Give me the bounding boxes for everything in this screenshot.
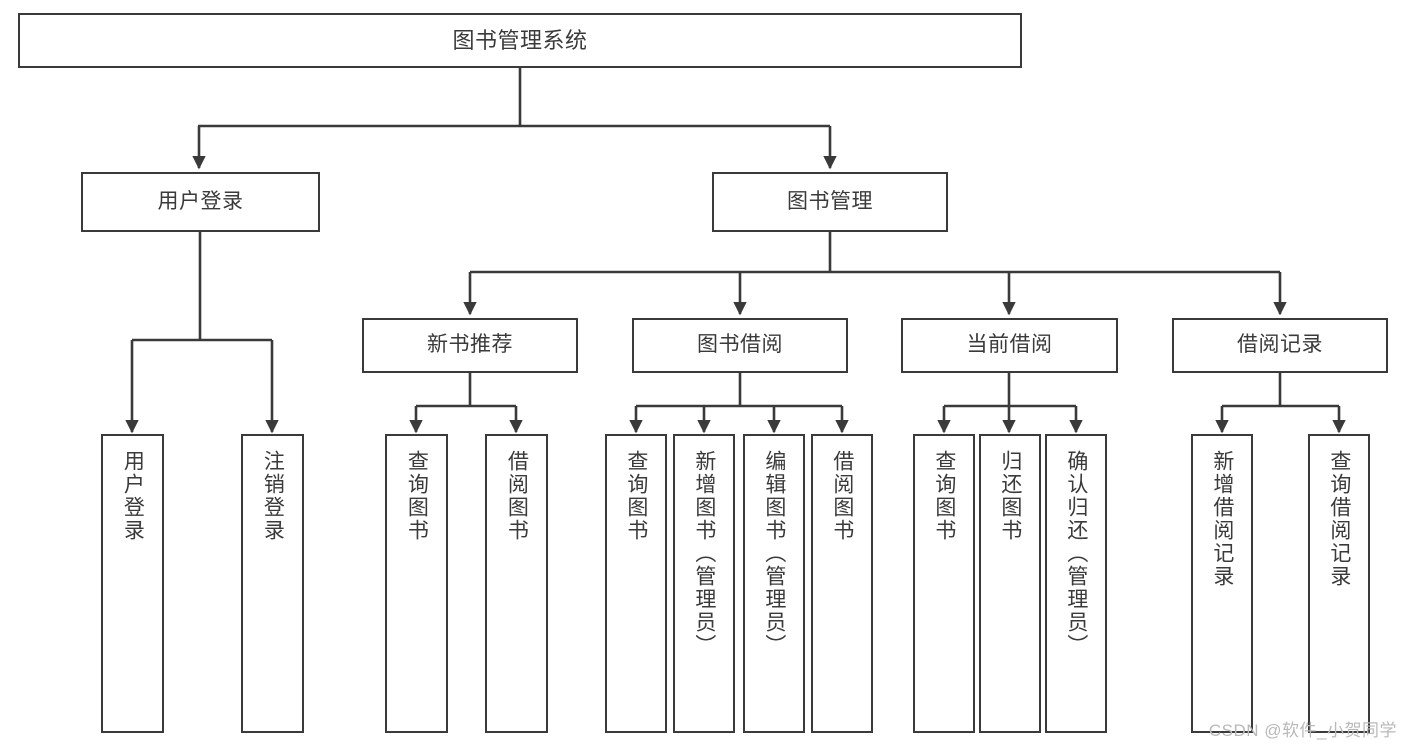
node-label: 归还图书 — [998, 450, 1022, 542]
leaf-borrow-borrow-book[interactable]: 借阅图书 — [811, 434, 873, 733]
node-label: 查询图书 — [624, 450, 648, 542]
leaf-borrow-add-book-admin[interactable]: 新增图书（管理员） — [673, 434, 735, 733]
node-label: 确认归还（管理员） — [1064, 450, 1088, 657]
node-label: 查询借阅记录 — [1327, 450, 1351, 588]
leaf-current-query-book[interactable]: 查询图书 — [913, 434, 975, 733]
node-label: 查询图书 — [932, 450, 956, 542]
node-book-management[interactable]: 图书管理 — [712, 172, 948, 232]
node-label: 查询图书 — [405, 450, 429, 542]
node-label: 新增借阅记录 — [1210, 450, 1234, 588]
node-user-login[interactable]: 用户登录 — [81, 172, 320, 232]
leaf-user-login[interactable]: 用户登录 — [101, 434, 164, 733]
leaf-new-book-query[interactable]: 查询图书 — [385, 434, 448, 733]
node-label: 编辑图书（管理员） — [762, 450, 786, 657]
csdn-watermark: CSDN @软件_小贺同学 — [1208, 721, 1397, 740]
node-new-book-recommend[interactable]: 新书推荐 — [362, 318, 578, 373]
leaf-new-book-borrow[interactable]: 借阅图书 — [485, 434, 548, 733]
node-label: 图书管理系统 — [452, 27, 588, 53]
node-label: 当前借阅 — [966, 333, 1053, 357]
leaf-current-confirm-return-admin[interactable]: 确认归还（管理员） — [1045, 434, 1107, 733]
node-label: 新书推荐 — [427, 333, 513, 357]
node-borrow-record[interactable]: 借阅记录 — [1172, 318, 1388, 373]
node-label: 用户登录 — [121, 450, 145, 542]
node-label: 借阅记录 — [1237, 333, 1323, 357]
node-current-borrow[interactable]: 当前借阅 — [901, 318, 1118, 373]
node-label: 图书管理 — [787, 189, 873, 213]
leaf-logout-login[interactable]: 注销登录 — [241, 434, 304, 733]
node-label: 借阅图书 — [505, 450, 529, 542]
node-root-system[interactable]: 图书管理系统 — [18, 13, 1022, 68]
leaf-current-return-book[interactable]: 归还图书 — [979, 434, 1041, 733]
leaf-borrow-edit-book-admin[interactable]: 编辑图书（管理员） — [743, 434, 805, 733]
leaf-record-add[interactable]: 新增借阅记录 — [1191, 434, 1253, 733]
leaf-record-query[interactable]: 查询借阅记录 — [1308, 434, 1370, 733]
node-label: 新增图书（管理员） — [692, 450, 716, 657]
node-book-borrow[interactable]: 图书借阅 — [632, 318, 848, 373]
leaf-borrow-query-book[interactable]: 查询图书 — [605, 434, 667, 733]
node-label: 借阅图书 — [830, 450, 854, 542]
node-label: 注销登录 — [261, 450, 285, 542]
node-label: 用户登录 — [157, 189, 244, 213]
node-label: 图书借阅 — [697, 333, 783, 357]
